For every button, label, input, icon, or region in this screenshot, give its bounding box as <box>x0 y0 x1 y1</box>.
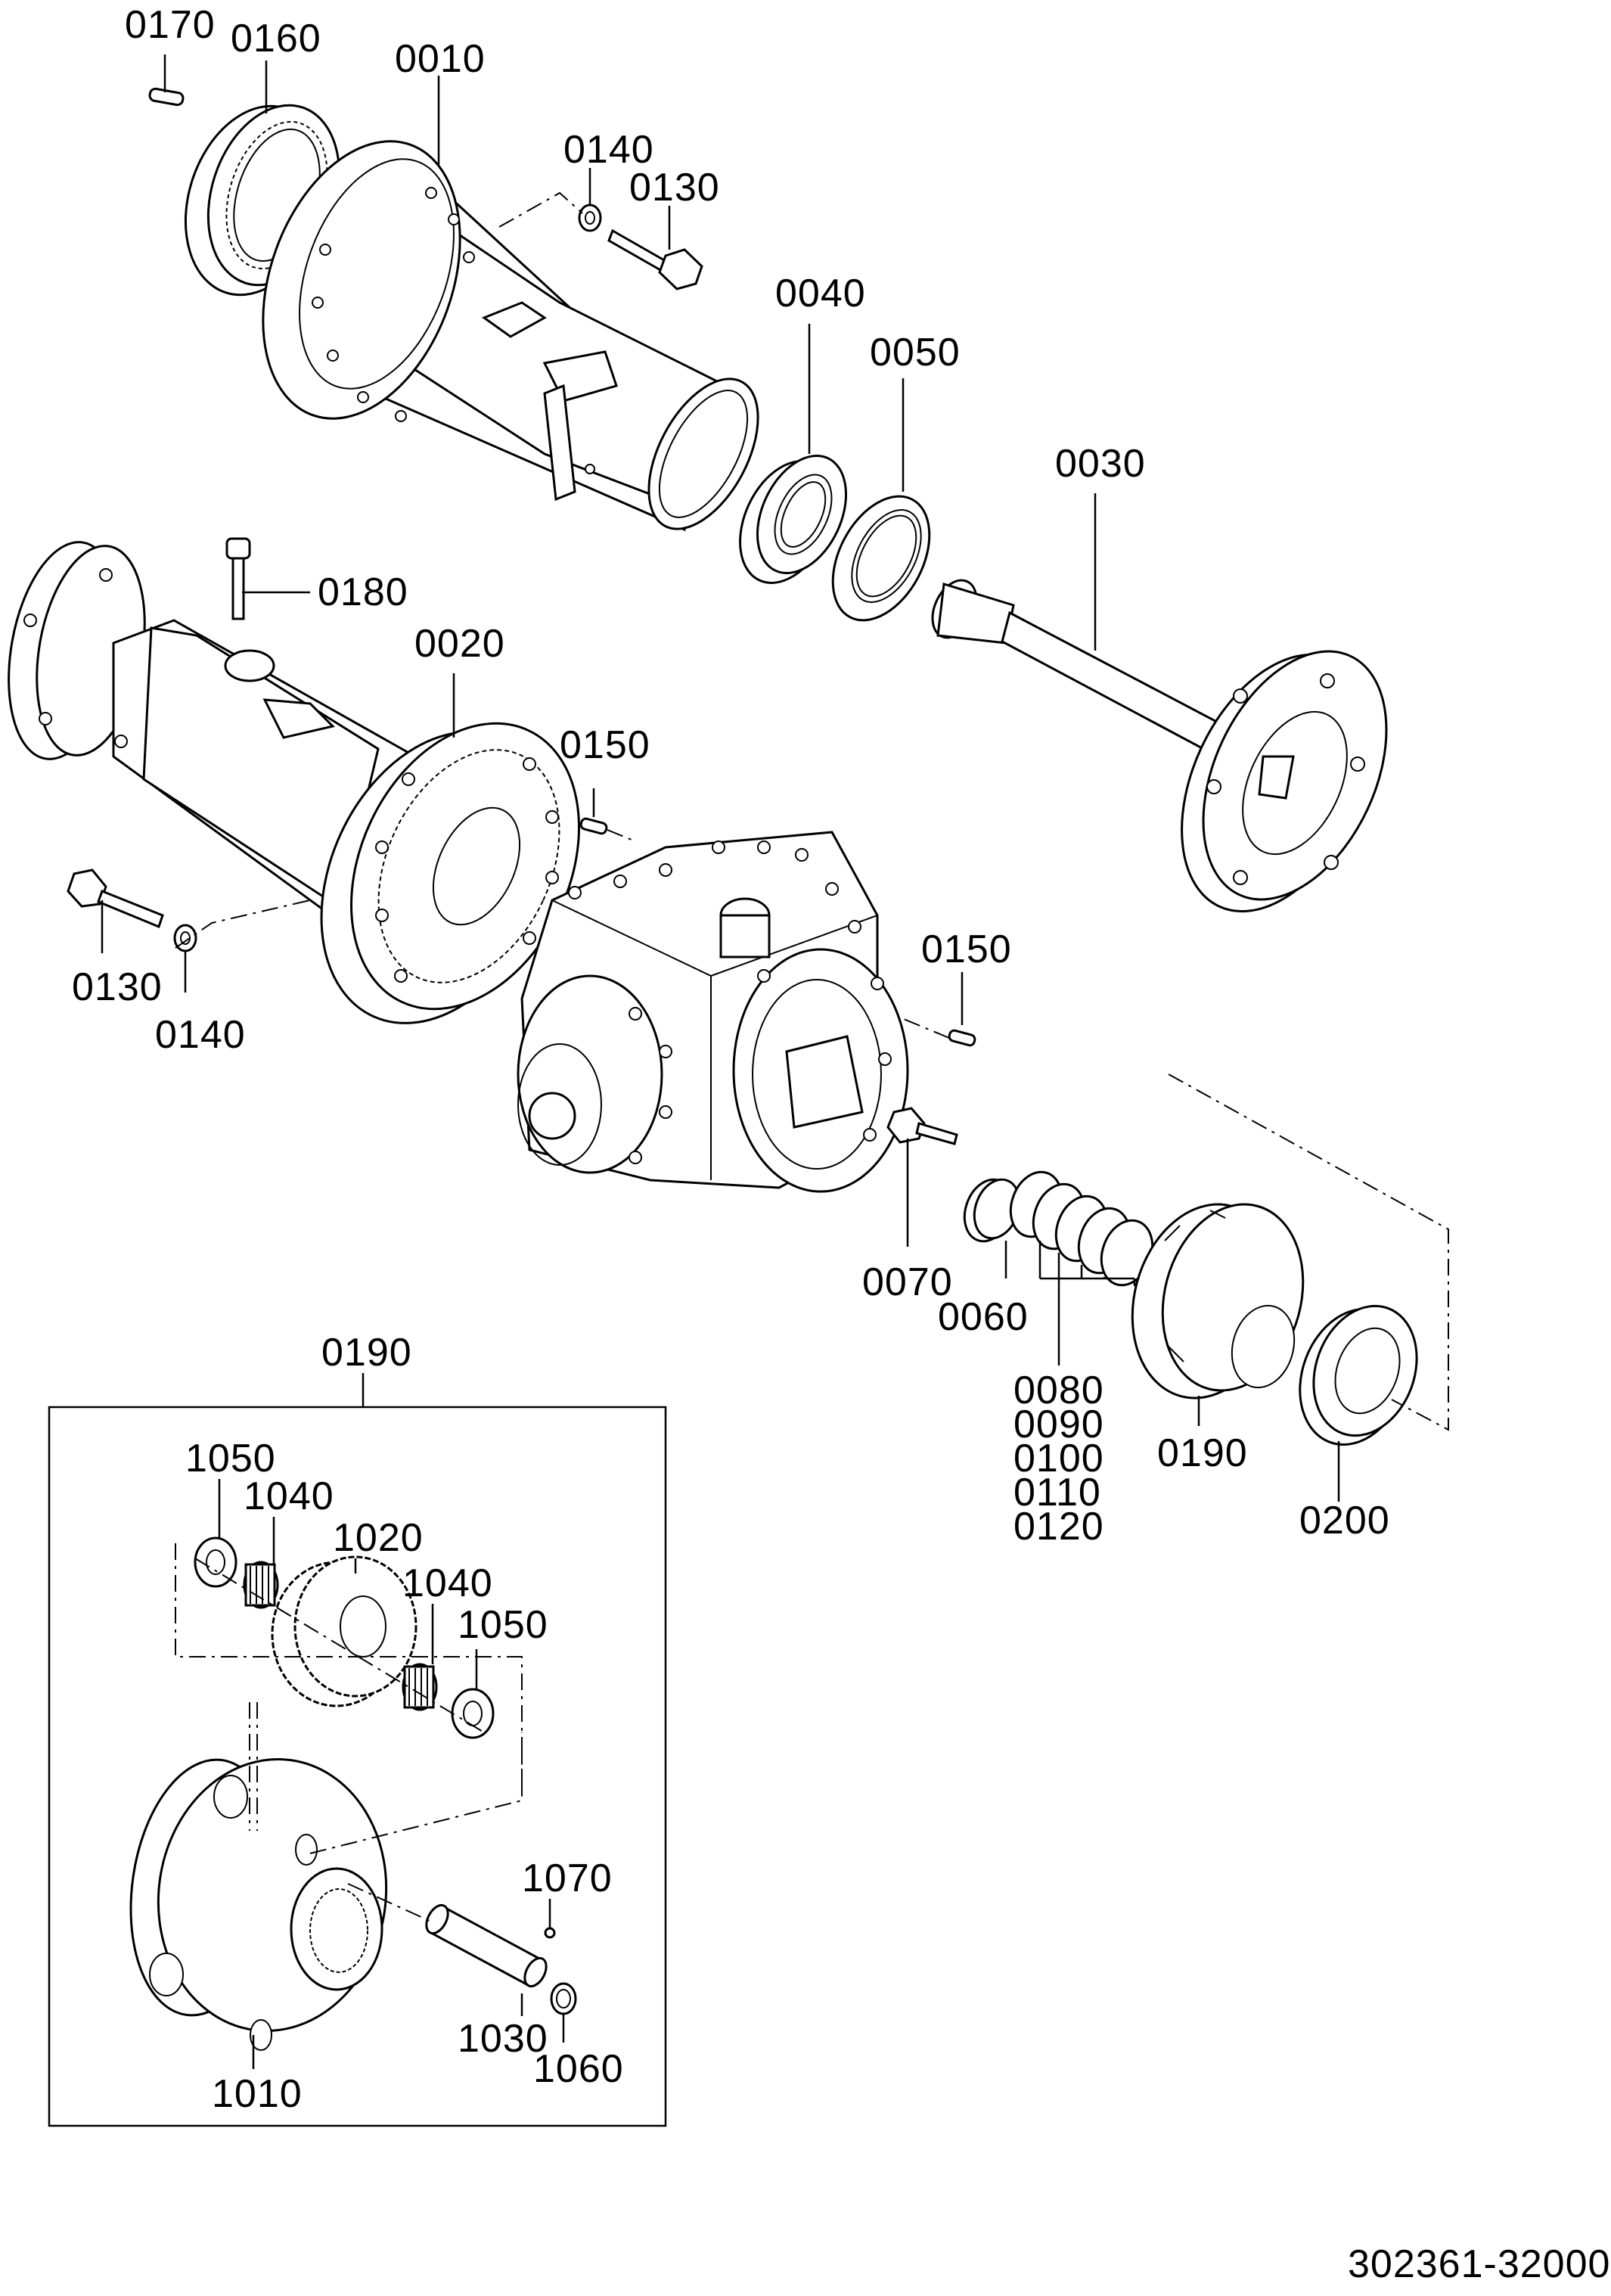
callout-0090: 0090 <box>1013 1403 1104 1446</box>
callout-0190-main: 0190 <box>1157 1431 1248 1475</box>
part-1010-carrier <box>129 1758 388 2051</box>
callout-1050-b: 1050 <box>458 1603 548 1647</box>
callout-1030: 1030 <box>458 2017 548 2061</box>
callout-0190-inset: 0190 <box>321 1331 412 1375</box>
callout-0140-upper: 0140 <box>563 128 654 172</box>
callout-0100: 0100 <box>1013 1437 1104 1480</box>
part-0130-bolt-lower <box>67 868 164 928</box>
part-1040-needle-bearing-b <box>402 1663 438 1711</box>
parts-0080-0120-shims <box>1009 1170 1154 1287</box>
part-0030-axle-shaft <box>931 579 1388 913</box>
part-0190-carrier-assy <box>1131 1203 1305 1400</box>
callout-0160: 0160 <box>231 17 321 61</box>
part-0200-bearing <box>1299 1304 1418 1446</box>
center-gearbox <box>517 831 909 1193</box>
callout-0150-upper: 0150 <box>560 723 650 767</box>
callout-labels: 0170 0160 0010 0140 0130 0040 0050 0030 … <box>72 3 1390 2116</box>
callout-0140-lower: 0140 <box>155 1013 246 1057</box>
callout-0120: 0120 <box>1013 1505 1104 1549</box>
callout-0060: 0060 <box>938 1295 1029 1339</box>
callout-1070: 1070 <box>522 1856 613 1900</box>
callout-0130-upper: 0130 <box>629 166 720 210</box>
part-0050-seal <box>831 495 931 622</box>
part-1070-ball <box>544 1927 556 1939</box>
part-0150-pin-lower <box>948 1029 976 1047</box>
callout-0150-lower: 0150 <box>921 927 1012 971</box>
callout-0070: 0070 <box>862 1260 953 1304</box>
part-1030-pin-shaft <box>425 1903 548 1988</box>
callout-0020: 0020 <box>414 622 505 666</box>
detail-inset-0190 <box>48 1373 667 2127</box>
part-0040-bearing <box>739 455 847 584</box>
part-0010-axle-housing <box>262 140 759 532</box>
drawing-number: 302361-32000 <box>1348 2242 1610 2286</box>
callout-1040-b: 1040 <box>402 1561 493 1605</box>
part-0170-pin <box>148 87 185 107</box>
callout-0030: 0030 <box>1055 442 1146 486</box>
callout-0130-lower: 0130 <box>72 965 163 1009</box>
part-1020-planet-gear <box>271 1555 417 1707</box>
part-0070-bolt <box>886 1107 958 1145</box>
part-0180-breather <box>225 537 251 620</box>
callout-0170: 0170 <box>125 3 216 47</box>
part-0020-axle-housing <box>8 541 580 1024</box>
callout-0080: 0080 <box>1013 1369 1104 1412</box>
callout-1020: 1020 <box>333 1516 424 1560</box>
callout-0050: 0050 <box>870 331 961 374</box>
callout-1050-a: 1050 <box>185 1437 276 1480</box>
callout-1060: 1060 <box>533 2047 624 2091</box>
part-0130-bolt-upper <box>607 228 703 290</box>
part-0150-pin-upper <box>579 817 608 835</box>
part-0140-washer-upper <box>578 204 602 232</box>
part-1040-needle-bearing-a <box>243 1561 279 1609</box>
callout-0200: 0200 <box>1299 1499 1390 1543</box>
leader-lines <box>101 54 1340 2069</box>
assembly-chain-lines <box>175 191 1449 1431</box>
callout-1040-a: 1040 <box>244 1474 334 1518</box>
callout-0110: 0110 <box>1013 1471 1101 1515</box>
callout-0010: 0010 <box>395 37 486 81</box>
callout-0180: 0180 <box>318 570 408 614</box>
callout-0040: 0040 <box>775 272 866 315</box>
callout-1010: 1010 <box>212 2072 303 2116</box>
